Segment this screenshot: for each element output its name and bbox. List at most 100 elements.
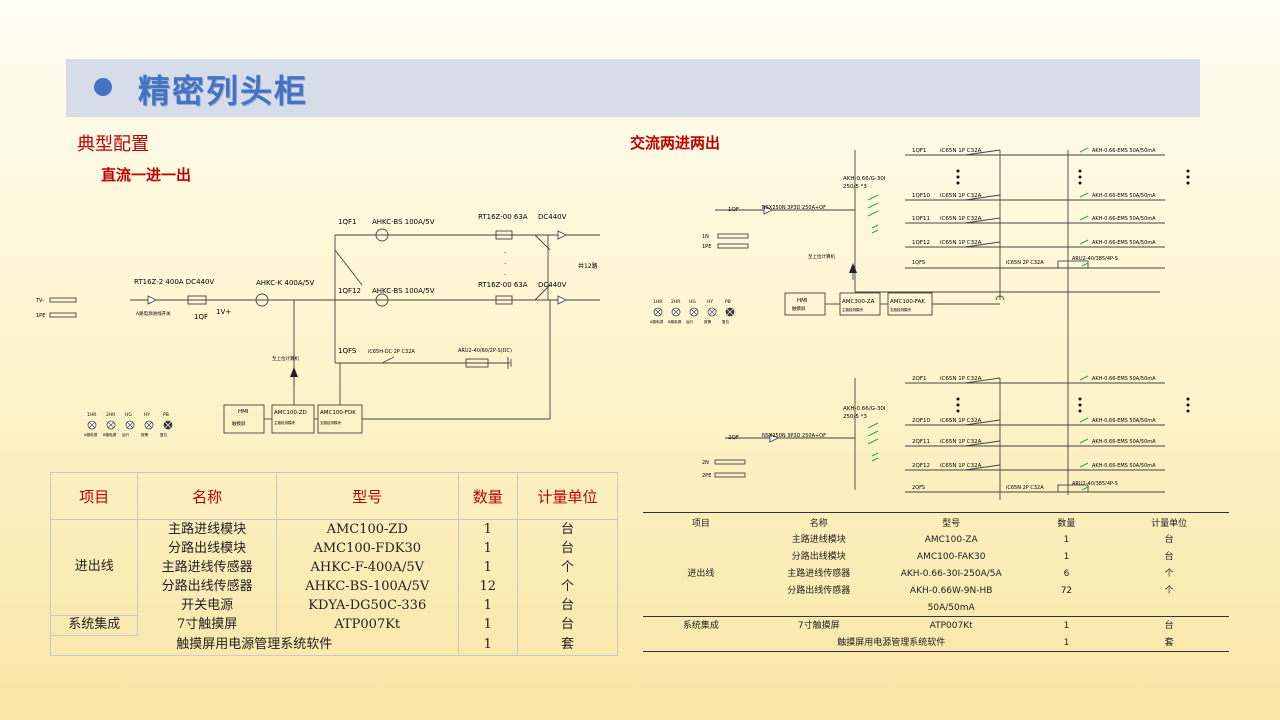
cell-qty: 1 [457,615,519,635]
ac-bottom-branches: 2QF1 iC65N 1P C32A AKH-0.66-EMS 50A/50mA 2Q… [912,376,1156,469]
ac-qfs2-label: 2QFS [912,485,925,491]
ac-qfs1-label: 1QFS [912,260,925,266]
cell-name: 7寸触摸屏 [758,616,879,634]
cell-name: 分路出线传感器 [787,585,851,596]
cell-model: AMC100-ZA [924,534,978,545]
ac-top-sensor-label: AKH-0.66/G-30I [843,176,886,182]
branch-breaker: iC65N 1P C32A [940,240,982,246]
lamp-cross-icon [126,421,134,429]
cell-name: 分路出线模块 [137,539,277,558]
cell-model: AHKC-BS-100A/5V [275,577,459,596]
branch-sensor: AKH-0.66-EMS 50A/50mA [1092,418,1156,424]
cell-unit: 台 [517,519,618,539]
lamp-name: 报警 [141,432,149,437]
ac-amc-fak-sub: 支路检测模块 [890,307,911,312]
group-cell: 进出线 [687,568,715,579]
table-row: 开关电源 KDYA-DG50C-336 1 台 [51,596,618,615]
cell-model: AHKC-F-400A/5V [275,558,459,577]
group-cell: 系统集成 [643,616,759,634]
cell-qty: 12 [457,577,519,596]
lamp-name: A路电源 [650,319,664,324]
dc-hmi-label: HMI [238,409,249,415]
lamp-code: HG [689,299,696,305]
branch-sensor: AKH-0.66-EMS 50A/50mA [1092,193,1156,199]
cell-qty: 1 [1023,634,1110,652]
lamp-code: HY [707,299,713,305]
dc-amc-fdk-sub: 支路检测模块 [320,420,341,425]
dc-qfs-label: 1QFS [338,347,357,355]
lamp-cross-icon [726,308,734,316]
table-row: 进出线 主路进线模块 AMC100-ZD 1 台 [49,519,618,616]
dc-main-sensor-label: AHKC-K 400A/5V [256,279,314,287]
section-typical-config: 典型配置 [77,134,149,155]
table-row: 系统集成 7寸触摸屏 ATP007Kt 1 台 [49,614,618,636]
section-ac-title: 交流两进两出 [630,134,721,152]
dc-amc-fdk-label: AMC100-FDK [320,410,356,416]
lamp-cross-icon [690,308,698,316]
table-row: 主路进线传感器 AKH-0.66-30I-250A/5A 6 个 [643,565,1229,582]
lamp-code: 1HR [653,299,662,305]
col-header-name: 名称 [137,472,277,520]
cell-unit: 套 [517,635,618,656]
dc-qf1-label: 1QF1 [338,218,356,226]
lamp-name: 运行 [122,432,130,437]
branch-name: 2QF1 [912,376,927,382]
ac-qf2-breaker-label: NSX250N 3P3D 250A+OF [762,433,826,439]
ac-hmi-label: HMI [797,298,808,304]
cell-model: ATP007Kt [275,615,459,635]
dc-amc-zd-sub: 主路检测模块 [274,420,295,425]
dc-qf12-label: 1QF12 [338,287,361,295]
lamp-name: 运行 [686,319,694,324]
cell-qty: 72 [1060,585,1073,596]
table-header-row: 项目 名称 型号 数量 计量单位 [643,512,1229,531]
cell-name: 主路进线模块 [791,534,846,545]
cell-model: ATP007Kt [878,616,1024,634]
cell-qty: 1 [457,558,519,577]
ac-top-ratio-label: 250/5 *3 [843,184,867,190]
table-row: 主路进线传感器 AHKC-F-400A/5V 1 个 [51,558,618,577]
cell-qty: 1 [457,519,519,539]
dc-diagram: TV- 1PE RT16Z-2 400A DC440V A路电源进线开关 1QF… [35,213,600,437]
lamp-name: B路电源 [668,319,682,324]
branch-name: 2QF11 [912,439,930,445]
ac-diagram: AKH-0.66/G-30I 250/5 *3 1QF NSX250N 3P3D… [650,147,1190,500]
group-cell: 进出线 [49,519,139,616]
cell-name: 7寸触摸屏 [137,615,277,635]
cell-qty: 1 [457,596,519,615]
dc-main-fuse-label: RT16Z-2 400A DC440V [134,278,214,286]
cell-qty: 1 [1063,534,1070,545]
dc-qf-label: 1QF [194,313,208,321]
col-header-qty: 数量 [457,472,519,520]
dc-qf1-fuse-label: RT16Z-00 63A [478,213,528,221]
cell-name: 分路出线模块 [791,551,846,562]
col-header-name: 名称 [758,512,879,531]
branch-sensor: AKH-0.66-EMS 50A/50mA [1092,439,1156,445]
dc-qf1-sensor-label: AHKC-BS 100A/5V [372,218,435,226]
cell-qty: 1 [457,635,519,656]
dc-bus-tv-label: TV- [35,298,44,304]
lamp-code: PB [163,412,169,418]
branch-name: 1QF10 [912,193,930,199]
table-row: 系统集成 7寸触摸屏 ATP007Kt 1 台 [643,616,1229,634]
ac-pe2-label: 2PE [702,473,711,479]
cell-model: AMC100-FDK30 [275,539,459,558]
ac-bot-ratio-label: 250/5 *3 [843,414,867,420]
branch-name: 1QF1 [912,148,927,154]
cell-qty [1024,599,1110,617]
title-banner: 精密列头柜 [66,59,1200,117]
table-row: 分路出线模块 AMC100-FAK30 1 台 [643,548,1229,565]
lamp-code: 2HR [671,299,680,305]
dc-bus-pe-label: 1PE [36,313,45,319]
lamp-code: 2HR [106,412,115,418]
cell-name: 主路进线传感器 [787,568,851,579]
ac-spd2-label: ARU2-40/385/4P-S [1072,481,1118,487]
lamp-name: 复位 [160,432,168,437]
dc-upper-label: 至上位计算机 [272,355,299,362]
ac-n1-label: 1N [702,234,709,240]
branch-breaker: iC65N 1P C32A [940,439,982,445]
branch-name: 1QF12 [912,240,930,246]
lamp-name: B路电源 [103,432,117,437]
dc-main-fuse-note: A路电源进线开关 [136,310,171,317]
cell-unit: 个 [517,558,618,577]
ac-component-table: 项目 名称 型号 数量 计量单位 进出线 主路进线模块 AMC100-ZA 1 … [643,512,1229,652]
